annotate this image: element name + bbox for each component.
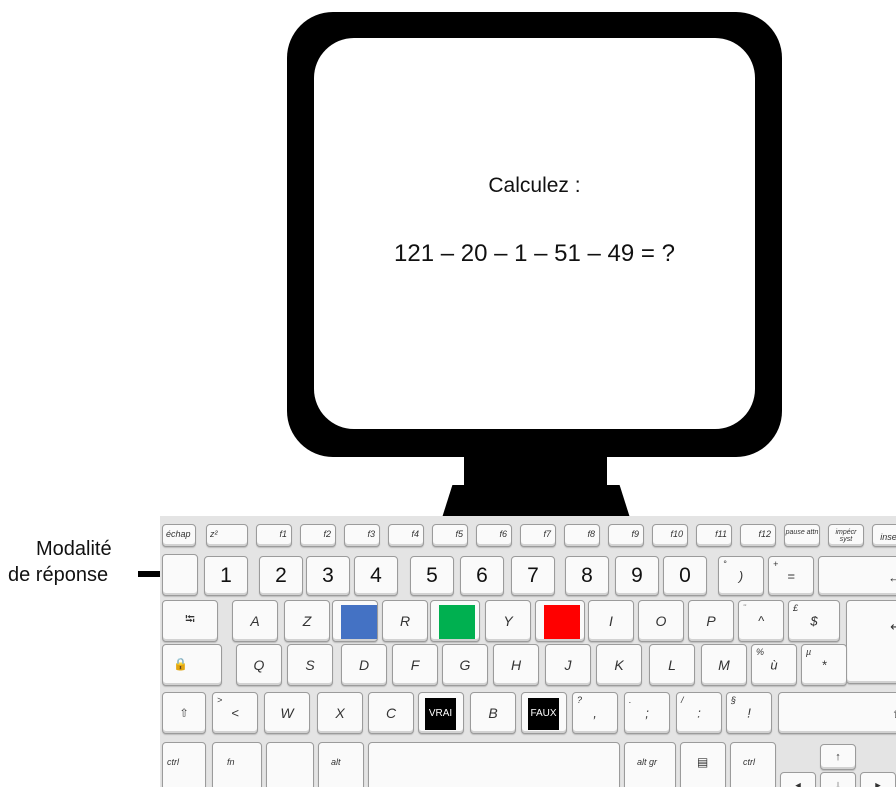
key-f7[interactable]: f7 <box>520 524 556 547</box>
key-5[interactable]: 5 <box>410 556 454 596</box>
key-f5[interactable]: f5 <box>432 524 468 547</box>
key-y[interactable]: Y <box>485 600 531 642</box>
monitor-screen: Calculez : 121 – 20 – 1 – 51 – 49 = ? <box>314 38 755 429</box>
key-ctrl-right[interactable]: ctrl <box>730 742 776 787</box>
key-equals[interactable]: += <box>768 556 814 596</box>
key-print-screen[interactable]: impécr syst <box>828 524 864 547</box>
key-windows[interactable] <box>266 742 314 787</box>
key-f11[interactable]: f11 <box>696 524 732 547</box>
key-f2[interactable]: f2 <box>300 524 336 547</box>
key-ctrl-left[interactable]: ctrl <box>162 742 206 787</box>
key-f[interactable]: F <box>392 644 438 686</box>
key-semicolon[interactable]: .; <box>624 692 670 734</box>
key-w[interactable]: W <box>264 692 310 734</box>
screen-equation: 121 – 20 – 1 – 51 – 49 = ? <box>394 240 675 267</box>
key-space[interactable] <box>368 742 620 787</box>
key-g[interactable]: G <box>442 644 488 686</box>
key-p[interactable]: P <box>688 600 734 642</box>
key-k[interactable]: K <box>596 644 642 686</box>
key-o[interactable]: O <box>638 600 684 642</box>
key-r[interactable]: R <box>382 600 428 642</box>
screen-title: Calculez : <box>488 174 581 197</box>
key-f6[interactable]: f6 <box>476 524 512 547</box>
key-s[interactable]: S <box>287 644 333 686</box>
key-a[interactable]: A <box>232 600 278 642</box>
key-i[interactable]: I <box>588 600 634 642</box>
key-tab[interactable]: ⭾ <box>162 600 218 642</box>
key-j[interactable]: J <box>545 644 591 686</box>
key-6[interactable]: 6 <box>460 556 504 596</box>
key-arrow-down[interactable]: ↓ <box>820 772 856 787</box>
key-m[interactable]: M <box>701 644 747 686</box>
key-asterisk[interactable]: µ* <box>801 644 847 686</box>
key-f8[interactable]: f8 <box>564 524 600 547</box>
key-right-paren[interactable]: °) <box>718 556 764 596</box>
key-arrow-right[interactable]: ▸ <box>860 772 896 787</box>
key-8[interactable]: 8 <box>565 556 609 596</box>
key-fn[interactable]: fn <box>212 742 262 787</box>
key-f12[interactable]: f12 <box>740 524 776 547</box>
key-f10[interactable]: f10 <box>652 524 688 547</box>
annotation-label: Modalité <box>36 538 112 560</box>
key-shift-right[interactable]: ⇧ <box>778 692 896 734</box>
blue-swatch <box>341 605 377 639</box>
key-shift-left[interactable]: ⇧ <box>162 692 206 734</box>
key-v-true[interactable]: VRAI <box>418 692 464 734</box>
key-0[interactable]: 0 <box>663 556 707 596</box>
key-9[interactable]: 9 <box>615 556 659 596</box>
annotation-label-line2: de réponse <box>8 564 109 586</box>
key-e-blue[interactable] <box>332 600 378 642</box>
key-pause[interactable]: pause attn <box>784 524 820 547</box>
key-arrow-left[interactable]: ◂ <box>780 772 816 787</box>
red-swatch <box>544 605 580 639</box>
key-escape[interactable]: échap <box>162 524 196 547</box>
key-alt-gr[interactable]: alt gr <box>624 742 676 787</box>
key-caret[interactable]: ¨^ <box>738 600 784 642</box>
key-backspace[interactable]: ← <box>818 556 896 596</box>
keyboard: échap z² f1 f2 f3 f4 f5 f6 f7 f8 f9 f10 … <box>160 516 896 787</box>
key-dollar[interactable]: £$ <box>788 600 840 642</box>
key-b[interactable]: B <box>470 692 516 734</box>
key-caps-lock[interactable]: 🔒 <box>162 644 222 686</box>
key-q[interactable]: Q <box>236 644 282 686</box>
key-n-false[interactable]: FAUX <box>521 692 567 734</box>
key-3[interactable]: 3 <box>306 556 350 596</box>
key-z[interactable]: Z <box>284 600 330 642</box>
monitor-neck <box>464 446 607 492</box>
key-colon[interactable]: /: <box>676 692 722 734</box>
key-f1[interactable]: f1 <box>256 524 292 547</box>
key-enter[interactable]: ↵ <box>846 600 896 684</box>
key-t-green[interactable] <box>430 600 480 642</box>
key-superscript-two[interactable]: z² <box>206 524 248 547</box>
key-c[interactable]: C <box>368 692 414 734</box>
key-comma[interactable]: ?, <box>572 692 618 734</box>
key-arrow-up[interactable]: ↑ <box>820 744 856 770</box>
key-7[interactable]: 7 <box>511 556 555 596</box>
key-h[interactable]: H <box>493 644 539 686</box>
key-u-red[interactable] <box>535 600 585 642</box>
key-d[interactable]: D <box>341 644 387 686</box>
key-2[interactable]: 2 <box>259 556 303 596</box>
key-less-than[interactable]: >< <box>212 692 258 734</box>
key-menu[interactable]: ▤ <box>680 742 726 787</box>
green-swatch <box>439 605 475 639</box>
key-f4[interactable]: f4 <box>388 524 424 547</box>
key-4[interactable]: 4 <box>354 556 398 596</box>
key-u-grave[interactable]: %ù <box>751 644 797 686</box>
key-x[interactable]: X <box>317 692 363 734</box>
key-insert[interactable]: inser <box>872 524 896 547</box>
key-l[interactable]: L <box>649 644 695 686</box>
monitor-foot <box>441 485 631 521</box>
key-blank-left[interactable] <box>162 554 198 596</box>
false-response-label: FAUX <box>528 698 559 730</box>
key-alt[interactable]: alt <box>318 742 364 787</box>
true-response-label: VRAI <box>425 698 456 730</box>
key-f9[interactable]: f9 <box>608 524 644 547</box>
key-1[interactable]: 1 <box>204 556 248 596</box>
key-f3[interactable]: f3 <box>344 524 380 547</box>
key-exclamation[interactable]: §! <box>726 692 772 734</box>
